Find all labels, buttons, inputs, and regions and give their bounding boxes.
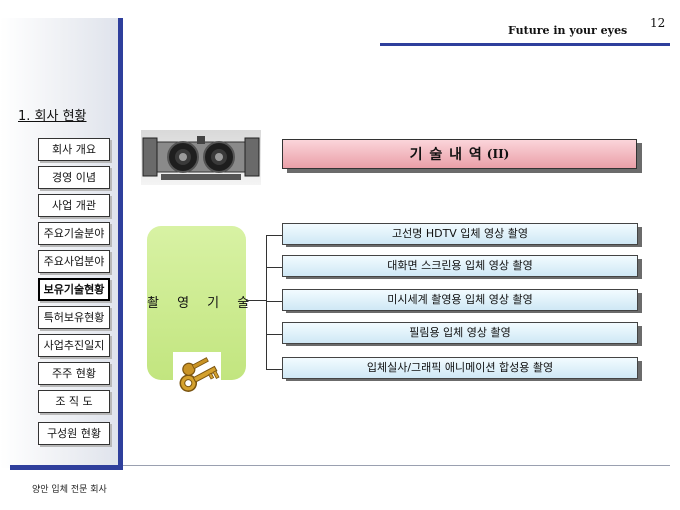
technology-item-hdtv: 고선명 HDTV 입체 영상 촬영 bbox=[282, 223, 638, 245]
sidebar-item-members[interactable]: 구성원 현황 bbox=[38, 422, 110, 445]
connector-branch-3 bbox=[266, 301, 282, 302]
title-banner: 기 술 내 역 (II) bbox=[282, 139, 637, 169]
connector-branch-4 bbox=[266, 334, 282, 335]
category-label: 촬 영 기 술 bbox=[147, 296, 257, 311]
sidebar-item-core-business[interactable]: 주요사업분야 bbox=[38, 250, 110, 273]
sidebar-item-core-technology[interactable]: 주요기술분야 bbox=[38, 222, 110, 245]
sidebar-item-business-log[interactable]: 사업추진일지 bbox=[38, 334, 110, 357]
technology-item-composite: 입체실사/그래픽 애니메이션 합성용 촬영 bbox=[282, 357, 638, 379]
page-number: 12 bbox=[650, 16, 666, 30]
section-heading: 1. 회사 현황 bbox=[18, 109, 87, 124]
bottom-rule bbox=[123, 465, 670, 466]
key-icon bbox=[173, 352, 221, 396]
connector-trunk bbox=[246, 300, 266, 301]
technology-item-micro-world: 미시세계 촬영용 입체 영상 촬영 bbox=[282, 289, 638, 311]
tagline: Future in your eyes bbox=[508, 24, 628, 37]
title-text: 기 술 내 역 bbox=[409, 147, 483, 163]
sidebar-border-vertical bbox=[118, 18, 123, 470]
sidebar-item-shareholders[interactable]: 주주 현황 bbox=[38, 362, 110, 385]
sidebar-item-patents[interactable]: 특허보유현황 bbox=[38, 306, 110, 329]
title-suffix: (II) bbox=[486, 147, 510, 161]
header-rule bbox=[380, 43, 670, 46]
stereo-camera-icon bbox=[142, 136, 260, 180]
connector-branch-1 bbox=[266, 235, 282, 236]
footer-text: 양안 입체 전문 회사 bbox=[32, 485, 107, 495]
technology-item-large-screen: 대화면 스크린용 입체 영상 촬영 bbox=[282, 255, 638, 277]
connector-branch-5 bbox=[266, 369, 282, 370]
sidebar-border-horizontal bbox=[10, 465, 122, 470]
stereo-camera-photo bbox=[141, 130, 261, 185]
sidebar-item-org-chart[interactable]: 조 직 도 bbox=[38, 390, 110, 413]
sidebar-item-company-overview[interactable]: 회사 개요 bbox=[38, 138, 110, 161]
sidebar-item-owned-technology[interactable]: 보유기술현황 bbox=[38, 278, 110, 301]
connector-branch-2 bbox=[266, 267, 282, 268]
connector-vertical bbox=[266, 235, 267, 370]
technology-item-film: 필림용 입체 영상 촬영 bbox=[282, 322, 638, 344]
sidebar-item-business-overview[interactable]: 사업 개관 bbox=[38, 194, 110, 217]
sidebar-item-management-philosophy[interactable]: 경영 이념 bbox=[38, 166, 110, 189]
